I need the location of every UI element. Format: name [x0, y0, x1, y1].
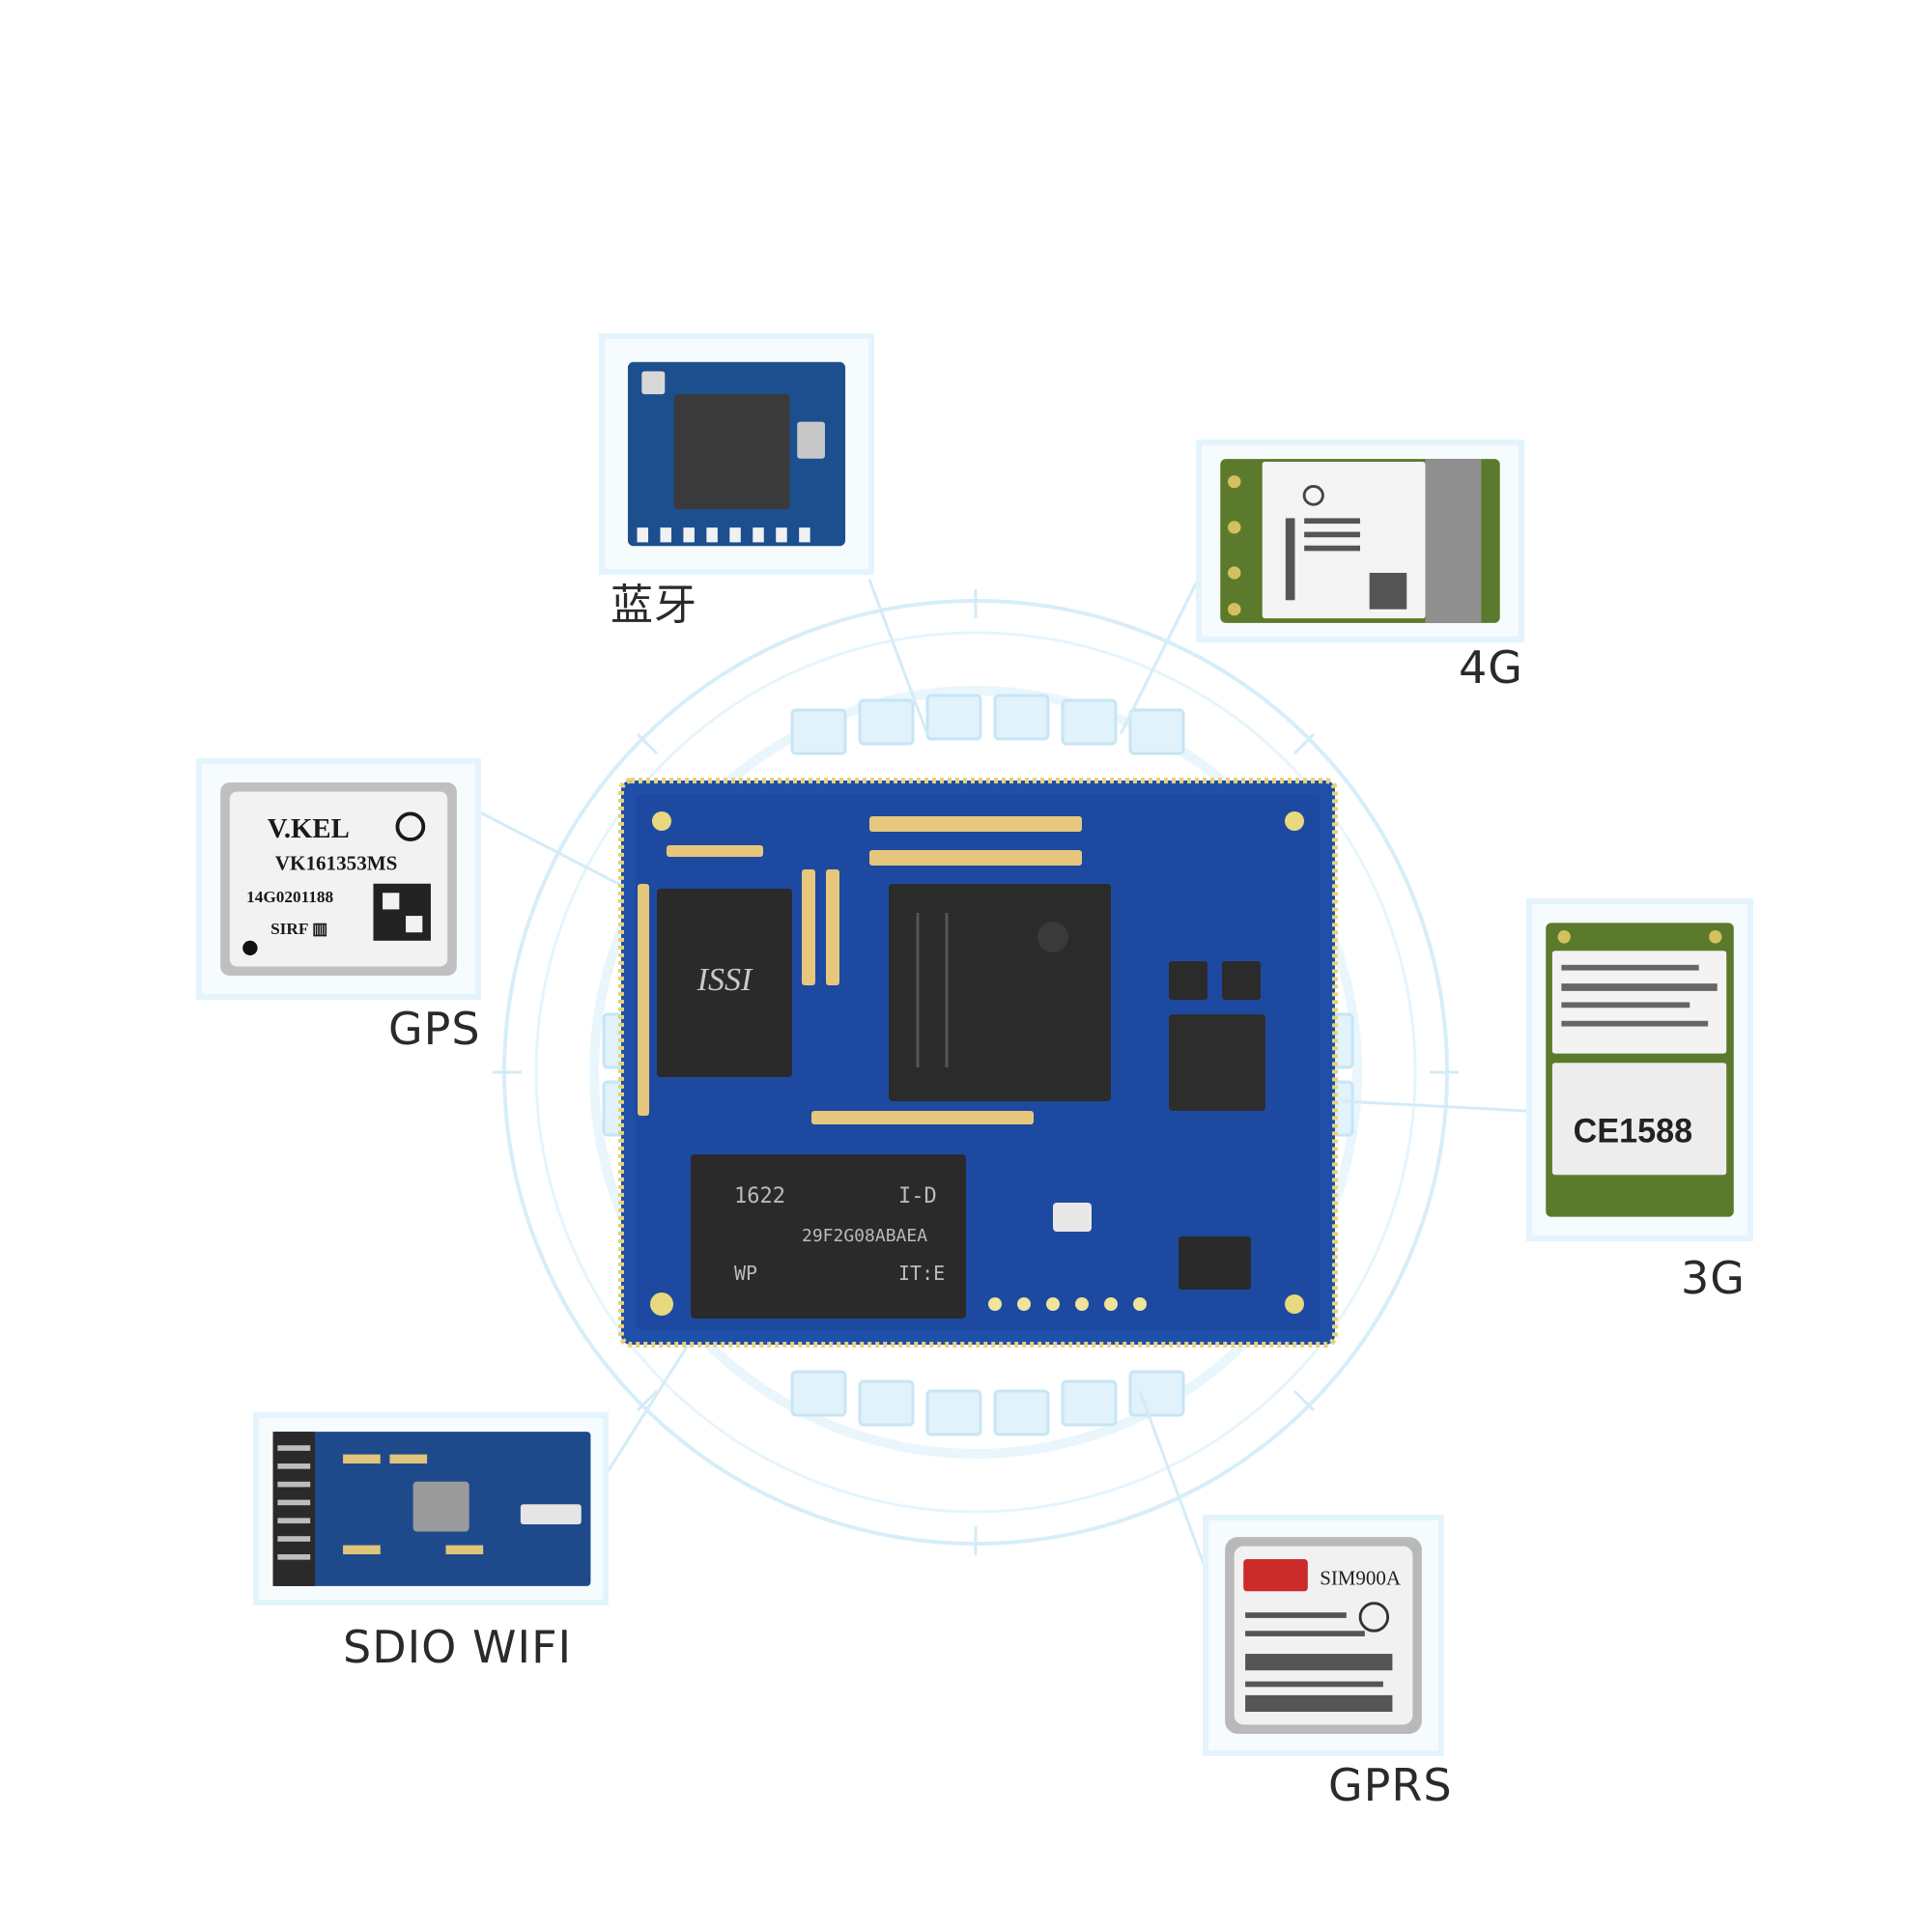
- svg-text:VK161353MS: VK161353MS: [275, 852, 398, 875]
- gps-label: GPS: [388, 1003, 481, 1055]
- gprs-label: GPRS: [1328, 1759, 1453, 1811]
- gps-module: V.KEL VK161353MS 14G0201188 SIRF ▥: [196, 758, 481, 1000]
- svg-text:V.KEL: V.KEL: [268, 813, 350, 844]
- bluetooth-label: 蓝牙: [611, 581, 697, 630]
- inner-ring: [589, 686, 1362, 1459]
- ram-chip: ISSI: [657, 889, 792, 1077]
- svg-text:29F2G08ABAEA: 29F2G08ABAEA: [802, 1226, 927, 1246]
- svg-text:ISSI: ISSI: [696, 962, 753, 998]
- middle-ring: [534, 631, 1417, 1514]
- soc-chip: [889, 884, 1111, 1101]
- svg-text:CE1588: CE1588: [1574, 1113, 1692, 1150]
- svg-text:1622: 1622: [734, 1184, 785, 1208]
- bluetooth-module: [599, 333, 874, 575]
- wifi-label: SDIO WIFI: [343, 1621, 573, 1673]
- wifi-module: [253, 1412, 609, 1605]
- umts-module: CE1588: [1526, 898, 1753, 1241]
- pmic-chip: [1169, 1014, 1265, 1111]
- svg-text:14G0201188: 14G0201188: [246, 888, 334, 906]
- umts-label: 3G: [1681, 1252, 1746, 1304]
- svg-text:WP: WP: [734, 1262, 757, 1285]
- svg-text:I-D: I-D: [898, 1184, 937, 1208]
- flash-chip: 1622 I-D 29F2G08ABAEA WP IT:E: [691, 1154, 966, 1319]
- lte-label: 4G: [1459, 641, 1523, 694]
- core-board: ISSI 1622 I-D 29F2G08ABAEA WP IT:E: [618, 778, 1338, 1348]
- svg-text:IT:E: IT:E: [898, 1262, 945, 1285]
- svg-text:SIM900A: SIM900A: [1320, 1567, 1401, 1590]
- gprs-module: SIM900A: [1203, 1515, 1444, 1756]
- lte-module: [1196, 440, 1524, 642]
- svg-text:SIRF ▥: SIRF ▥: [270, 920, 327, 938]
